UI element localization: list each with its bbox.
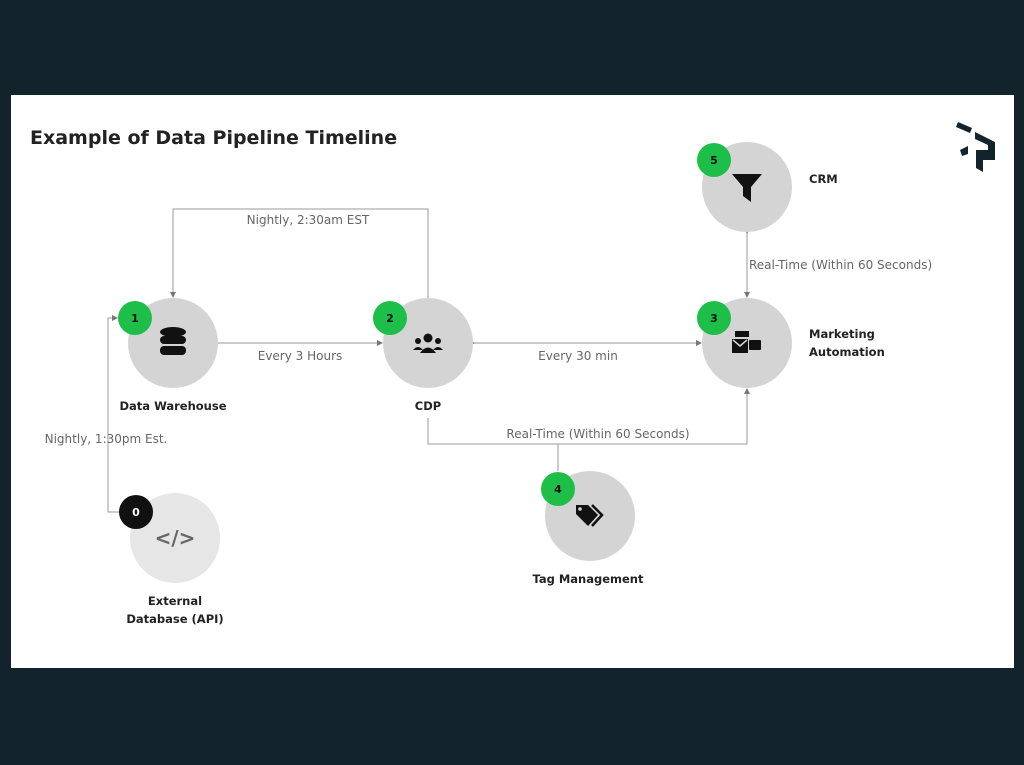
tags-icon — [576, 504, 604, 527]
svg-text:Nightly, 2:30am EST: Nightly, 2:30am EST — [247, 213, 370, 227]
step-badge — [119, 495, 153, 529]
node-cdp[interactable]: 2 CDP — [373, 298, 473, 413]
step-badge — [118, 301, 152, 335]
svg-text:Real-Time (Within 60 Seconds): Real-Time (Within 60 Seconds) — [749, 258, 932, 272]
edge-dw-to-cdp: Every 3 Hours — [218, 340, 383, 363]
svg-text:5: 5 — [710, 154, 718, 167]
node-data-warehouse[interactable]: 1 Data Warehouse — [118, 298, 227, 413]
svg-text:Tag Management: Tag Management — [532, 572, 644, 586]
svg-text:External: External — [148, 594, 202, 608]
svg-text:Database (API): Database (API) — [126, 612, 223, 626]
node-tag-management[interactable]: 4 Tag Management — [532, 471, 644, 586]
svg-text:CDP: CDP — [415, 399, 441, 413]
step-badge — [373, 301, 407, 335]
edge-ext-to-dw: Nightly, 1:30pm Est. — [45, 315, 168, 513]
brand-logo — [956, 122, 995, 172]
users-group-icon — [413, 333, 443, 353]
svg-text:4: 4 — [554, 483, 562, 496]
database-icon — [160, 327, 186, 355]
funnel-icon — [732, 174, 762, 202]
svg-text:0: 0 — [132, 506, 140, 519]
node-crm[interactable]: 5 CRM — [697, 142, 838, 232]
edge-ma-to-crm: Real-Time (Within 60 Seconds) — [744, 228, 932, 298]
step-badge — [697, 301, 731, 335]
step-badge — [697, 143, 731, 177]
svg-text:Every 3 Hours: Every 3 Hours — [258, 349, 343, 363]
node-marketing-automation[interactable]: 3 Marketing Automation — [697, 298, 885, 388]
code-icon: </> — [155, 526, 196, 550]
node-external-database[interactable]: </> 0 External Database (API) — [119, 493, 224, 626]
edge-cdp-to-ma: Every 30 min — [469, 340, 702, 363]
svg-text:CRM: CRM — [809, 172, 838, 186]
svg-text:Data Warehouse: Data Warehouse — [120, 399, 227, 413]
edge-cdp-to-dw: Nightly, 2:30am EST — [170, 208, 429, 298]
svg-text:Nightly, 1:30pm Est.: Nightly, 1:30pm Est. — [45, 432, 168, 446]
svg-text:2: 2 — [386, 312, 394, 325]
svg-text:3: 3 — [710, 312, 718, 325]
diagram-title: Example of Data Pipeline Timeline — [30, 127, 397, 149]
mail-devices-icon — [732, 331, 761, 353]
svg-text:1: 1 — [131, 312, 139, 325]
svg-text:Real-Time (Within 60 Seconds): Real-Time (Within 60 Seconds) — [506, 427, 689, 441]
step-badge — [541, 472, 575, 506]
svg-text:Every 30 min: Every 30 min — [538, 349, 618, 363]
edge-tag-to-ma: Real-Time (Within 60 Seconds) — [427, 388, 750, 471]
svg-text:Automation: Automation — [809, 345, 885, 359]
svg-text:Marketing: Marketing — [809, 327, 875, 341]
